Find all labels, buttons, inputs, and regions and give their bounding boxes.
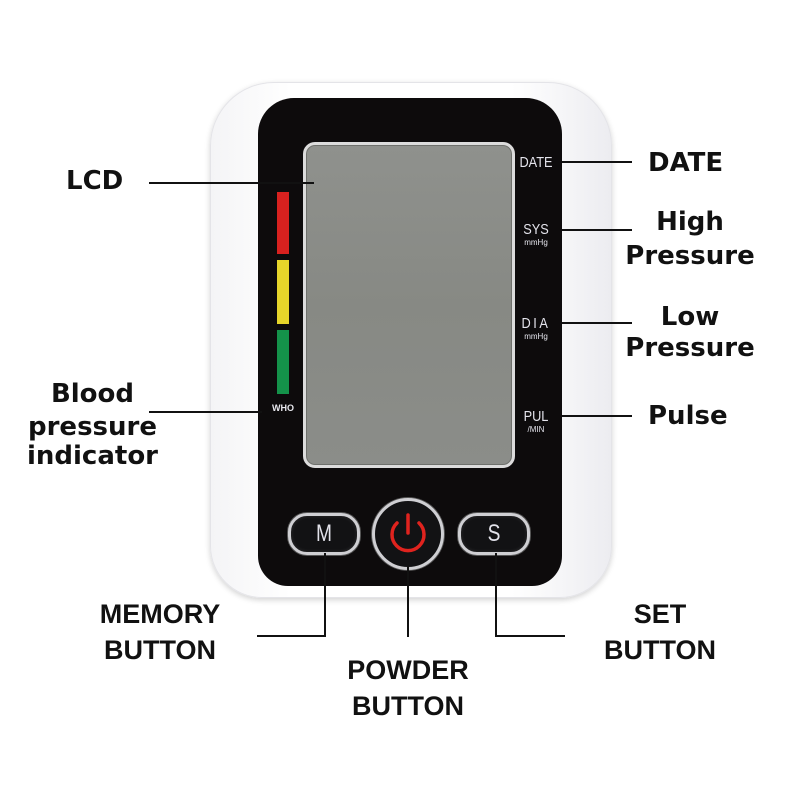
- callout-set-button: SET BUTTON: [580, 596, 740, 668]
- pul-panel-text: PUL: [523, 408, 549, 425]
- lcd-screen: [303, 142, 515, 468]
- leader-line-high-pressure: [562, 229, 632, 231]
- callout-memory-line1: MEMORY: [99, 599, 221, 629]
- leader-line-indicator: [149, 411, 262, 413]
- callout-low-line1: Low: [660, 302, 720, 332]
- who-label: WHO: [272, 403, 294, 413]
- callout-memory-button: MEMORY BUTTON: [80, 596, 240, 668]
- memory-button-glyph: M: [316, 520, 332, 547]
- callout-power-line1: POWDER: [347, 655, 469, 685]
- power-button[interactable]: [372, 498, 444, 570]
- callout-power-line2: BUTTON: [352, 691, 464, 721]
- sys-panel-label: SYS mmHg: [514, 222, 558, 248]
- indicator-bar-red: [277, 192, 289, 254]
- leader-line-power: [407, 566, 409, 637]
- sys-panel-text: SYS: [523, 221, 549, 238]
- callout-set-line1: SET: [633, 599, 687, 629]
- dia-panel-label: DIA mmHg: [514, 316, 558, 342]
- dia-panel-text: DIA: [521, 315, 551, 332]
- blood-pressure-monitor: WHO DATE SYS mmHg DIA mmHg PUL /MIN M S: [210, 82, 612, 598]
- callout-blood-pressure-indicator: Blood pressure indicator: [20, 378, 165, 473]
- callout-indicator-line2: pressure: [28, 412, 157, 442]
- memory-button[interactable]: M: [288, 513, 360, 555]
- callout-memory-line2: BUTTON: [104, 635, 216, 665]
- callout-high-line2: Pressure: [625, 241, 755, 271]
- indicator-bar-green: [277, 330, 289, 394]
- set-button-glyph: S: [487, 520, 501, 547]
- callout-lcd: LCD: [66, 166, 124, 196]
- leader-line-lcd: [149, 182, 314, 184]
- callout-indicator-line3: indicator: [26, 441, 158, 471]
- pul-panel-label: PUL /MIN: [514, 409, 558, 435]
- set-button[interactable]: S: [458, 513, 530, 555]
- sys-unit-text: mmHg: [524, 238, 548, 247]
- leader-line-set-vertical: [495, 553, 497, 637]
- callout-high-line1: High: [656, 207, 724, 237]
- date-panel-label: DATE: [514, 155, 558, 171]
- callout-power-button: POWDER BUTTON: [328, 652, 488, 724]
- date-panel-text: DATE: [519, 154, 553, 171]
- leader-line-memory-vertical: [324, 553, 326, 637]
- dia-unit-text: mmHg: [524, 332, 548, 341]
- callout-set-line2: BUTTON: [604, 635, 716, 665]
- callout-low-pressure: Low Pressure: [620, 302, 760, 364]
- leader-line-pulse: [562, 415, 632, 417]
- callout-indicator-line1: Blood: [50, 379, 135, 409]
- leader-line-set-horizontal: [495, 635, 565, 637]
- callout-date: DATE: [648, 148, 724, 178]
- leader-line-low-pressure: [562, 322, 632, 324]
- pul-unit-text: /MIN: [527, 425, 545, 434]
- callout-pulse: Pulse: [648, 401, 728, 431]
- power-icon: [390, 513, 426, 553]
- front-panel: WHO DATE SYS mmHg DIA mmHg PUL /MIN M S: [258, 98, 562, 586]
- callout-low-line2: Pressure: [625, 333, 755, 363]
- callout-high-pressure: High Pressure: [620, 205, 760, 273]
- leader-line-memory-horizontal: [257, 635, 326, 637]
- leader-line-date: [562, 161, 632, 163]
- indicator-bar-yellow: [277, 260, 289, 324]
